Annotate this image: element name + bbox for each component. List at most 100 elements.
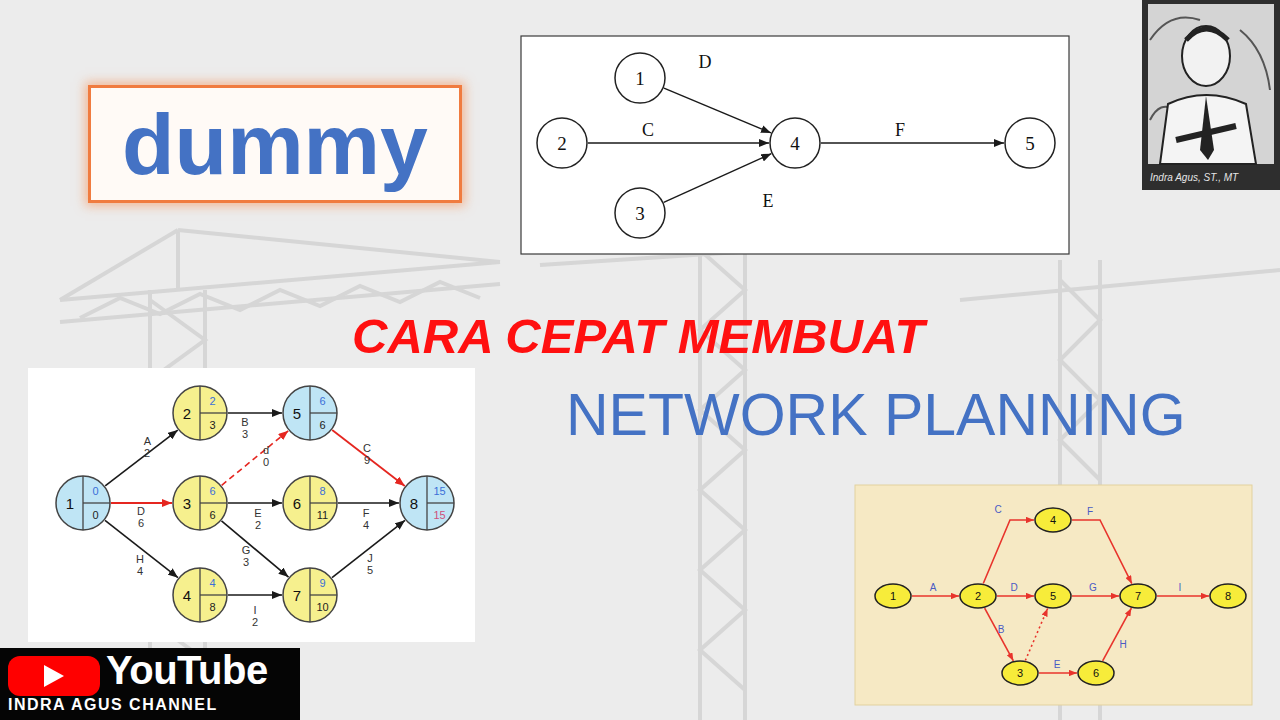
- event-node: 3: [1001, 660, 1039, 686]
- divider-line: [310, 412, 337, 413]
- event-node: 3: [614, 187, 666, 239]
- event-node: 4: [1034, 507, 1072, 533]
- node-outline: [172, 567, 228, 623]
- event-number: 1: [874, 583, 912, 609]
- title-box: dummy: [88, 85, 462, 203]
- activity-label: F: [895, 121, 905, 140]
- divider-line: [310, 594, 337, 595]
- activity-arrow: [1103, 608, 1132, 661]
- earliest-time: 6: [310, 389, 335, 413]
- event-node: 366: [172, 475, 228, 531]
- event-ellipse: [1035, 584, 1071, 608]
- event-ellipse: [1078, 661, 1114, 685]
- activity-label: I 2: [252, 605, 258, 628]
- event-node: 8: [1209, 583, 1247, 609]
- activity-label: H: [1119, 640, 1126, 651]
- event-number: 8: [401, 475, 427, 531]
- event-ellipse: [1002, 661, 1038, 685]
- earliest-time: 4: [200, 571, 225, 595]
- event-number: 3: [614, 187, 666, 239]
- event-node: 4: [769, 117, 821, 169]
- latest-time: 6: [200, 503, 225, 527]
- latest-time: 6: [310, 413, 335, 437]
- event-circle: [1005, 118, 1055, 168]
- event-ellipse: [1035, 508, 1071, 532]
- event-circle: [56, 476, 110, 530]
- divider-line: [427, 502, 454, 503]
- event-node: 1: [874, 583, 912, 609]
- activity-label: F 4: [363, 508, 370, 531]
- diagram-frame: [521, 36, 1069, 254]
- event-ellipse: [960, 584, 996, 608]
- headline: NETWORK PLANNING: [566, 383, 1186, 448]
- dummy-arrow: [1025, 608, 1047, 660]
- event-node: 2: [536, 117, 588, 169]
- earliest-time: 15: [427, 479, 452, 503]
- activity-label: E: [763, 192, 774, 211]
- event-node: 5: [1034, 583, 1072, 609]
- event-circle: [173, 568, 227, 622]
- event-node: 2: [959, 583, 997, 609]
- event-number: 5: [1034, 583, 1072, 609]
- event-ellipse: [1210, 584, 1246, 608]
- activity-label: I: [1179, 583, 1182, 594]
- activity-arrow: [912, 595, 959, 597]
- earliest-time: 9: [310, 571, 335, 595]
- activity-label: G: [1089, 583, 1097, 594]
- activity-label: C 9: [363, 443, 371, 466]
- event-circle: [615, 188, 665, 238]
- event-node: 100: [55, 475, 111, 531]
- node-outline: [399, 475, 455, 531]
- activity-label: D: [699, 53, 712, 72]
- earliest-time: 8: [310, 479, 335, 503]
- node-outline: [282, 385, 338, 441]
- event-number: 7: [1119, 583, 1157, 609]
- activity-arrow: [1072, 595, 1119, 597]
- activity-label: D: [1010, 583, 1017, 594]
- event-number: 7: [284, 567, 310, 623]
- event-number: 6: [1077, 660, 1115, 686]
- node-outline: [172, 385, 228, 441]
- event-node: 223: [172, 385, 228, 441]
- youtube-logo: [0, 648, 300, 720]
- latest-time: 0: [83, 503, 108, 527]
- event-number: 3: [1001, 660, 1039, 686]
- event-circle: [283, 568, 337, 622]
- activity-arrow: [588, 142, 769, 143]
- activity-arrow: [997, 595, 1034, 597]
- event-node: 6: [1077, 660, 1115, 686]
- event-number: 4: [1034, 507, 1072, 533]
- latest-time: 11: [310, 503, 335, 527]
- activity-label: E: [1054, 660, 1061, 671]
- activity-label: J 5: [367, 553, 373, 576]
- activity-label: C: [994, 505, 1001, 516]
- divider-line: [310, 502, 337, 503]
- latest-time: 15: [427, 503, 452, 527]
- event-node: 566: [282, 385, 338, 441]
- activity-label: A 2: [144, 436, 151, 459]
- activity-arrow: [1157, 595, 1209, 597]
- activity-arrow: [332, 430, 405, 486]
- event-node: 5: [1004, 117, 1056, 169]
- activity-arrow: [228, 412, 282, 414]
- activity-label: F: [1087, 507, 1093, 518]
- diagram-panel: [855, 485, 1252, 705]
- earliest-time: 2: [200, 389, 225, 413]
- event-node: 448: [172, 567, 228, 623]
- activity-arrow: [338, 502, 399, 504]
- activity-label: H 4: [136, 554, 144, 577]
- activity-label: E 2: [254, 508, 261, 531]
- event-circle: [537, 118, 587, 168]
- dummy-arrow: [222, 431, 289, 486]
- earliest-time: 6: [200, 479, 225, 503]
- diagram-panel: [28, 368, 475, 642]
- event-number: 5: [1004, 117, 1056, 169]
- event-node: 7: [1119, 583, 1157, 609]
- activity-arrow: [1039, 672, 1077, 674]
- event-number: 2: [959, 583, 997, 609]
- activity-arrow: [228, 502, 282, 504]
- latest-time: 8: [200, 595, 225, 619]
- event-circle: [615, 53, 665, 103]
- event-number: 4: [174, 567, 200, 623]
